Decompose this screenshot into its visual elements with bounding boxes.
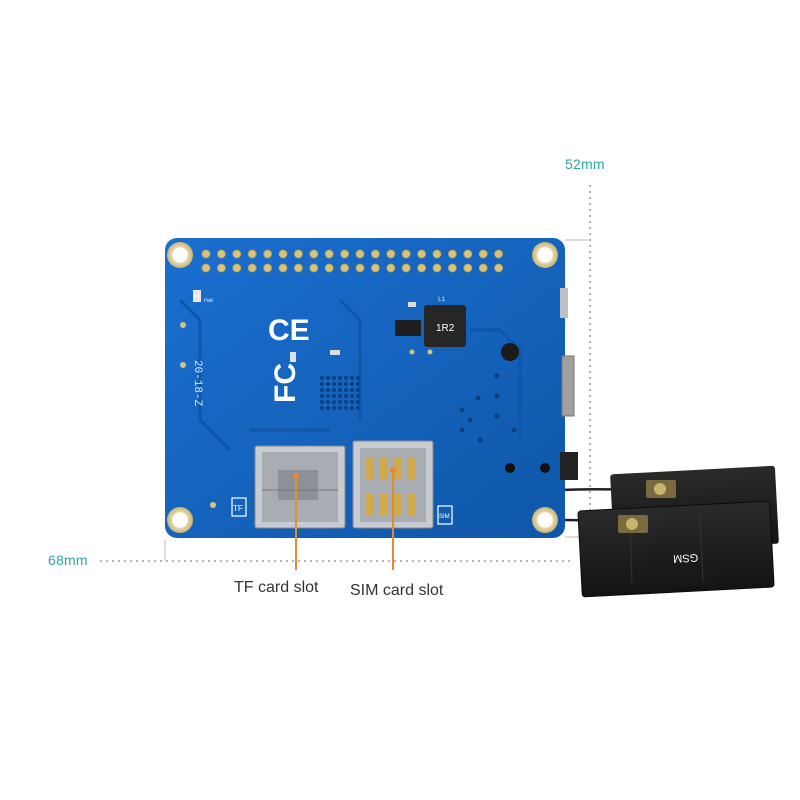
inductor-ref: L1: [438, 296, 446, 303]
inductor-code: 1R2: [436, 323, 455, 334]
usb-connector: [561, 355, 575, 417]
ic-pads: [320, 376, 360, 410]
gsm-antenna: GSM: [577, 465, 779, 598]
gpio-header: [201, 249, 504, 273]
version-silk: 20-18-Z: [191, 360, 203, 407]
inductor: [424, 305, 466, 347]
mounting-hole: [167, 242, 193, 268]
tf-silk: TF: [233, 504, 243, 513]
ce-mark: CE: [268, 314, 310, 347]
pwr-silk: PWR: [204, 298, 213, 304]
mounting-hole: [532, 242, 558, 268]
sim-card-slot-label: SIM card slot: [350, 582, 444, 599]
tf-card-slot-label: TF card slot: [234, 579, 319, 596]
height-dimension-label: 52mm: [565, 156, 605, 172]
side-connector: [560, 288, 568, 318]
mounting-hole: [532, 507, 558, 533]
tf-card-slot: TF: [231, 445, 346, 529]
antenna-label: GSM: [673, 551, 699, 564]
width-dimension-label: 68mm: [48, 552, 88, 568]
mounting-hole: [167, 507, 193, 533]
fcc-mark: FC: [269, 363, 302, 403]
jack-connector: [560, 452, 578, 480]
callout-pointers: [293, 467, 396, 570]
pcb-board: PWR CE FC 20-18-Z 1R2 L1 TF: [165, 238, 565, 538]
sim-silk: SIM: [439, 514, 450, 520]
